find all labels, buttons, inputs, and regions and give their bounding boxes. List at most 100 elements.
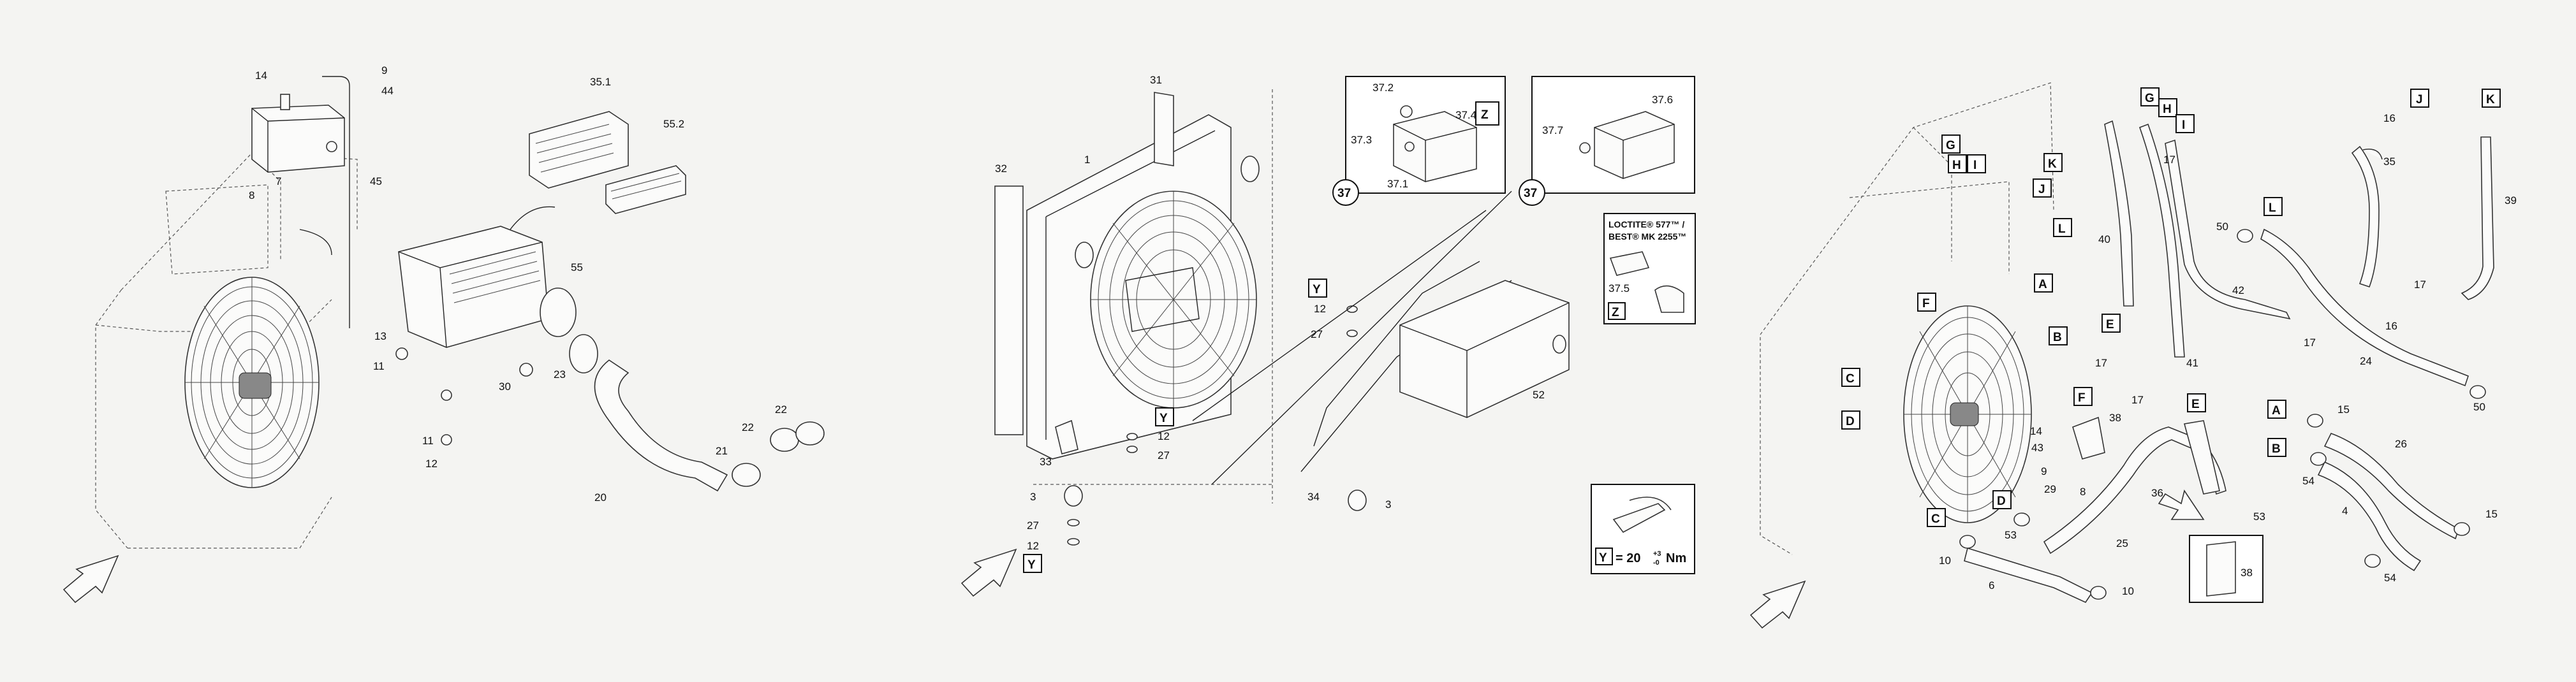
callout: 29 — [2044, 483, 2056, 495]
callout: 42 — [2232, 284, 2244, 296]
letter-label: K — [2048, 157, 2057, 171]
letter-label: C — [1931, 512, 1940, 526]
callout: 17 — [2304, 337, 2316, 349]
callout: 50 — [2216, 221, 2228, 233]
direction-arrow-icon — [63, 555, 119, 604]
callout: 32 — [995, 163, 1007, 175]
callout: 55 — [571, 261, 583, 273]
callout: 9 — [381, 64, 387, 76]
callout: 31 — [1150, 74, 1162, 86]
torque-tol-plus: +3 — [1653, 550, 1661, 558]
callout: 16 — [2383, 112, 2396, 124]
callout: 37 — [1337, 187, 1351, 200]
letter-label: F — [1922, 297, 1930, 310]
callout: 10 — [1939, 555, 1951, 567]
callout: 30 — [499, 381, 511, 393]
letter-label: H — [1952, 159, 1961, 172]
centre-lines — [1033, 89, 1273, 504]
letter-label: B — [2272, 442, 2281, 456]
callout: 21 — [716, 445, 728, 457]
callout: 33 — [1040, 456, 1052, 468]
callout: 39 — [2505, 194, 2517, 207]
hose-25 — [2043, 426, 2226, 555]
letter-label: L — [2269, 201, 2276, 215]
callout: 10 — [2122, 585, 2134, 597]
callout: 45 — [370, 175, 382, 187]
letter-label: G — [1946, 139, 1955, 152]
letter-label: H — [2163, 103, 2172, 116]
direction-arrow-icon — [1749, 580, 1806, 629]
callout: 3 — [1030, 491, 1036, 503]
callout: 17 — [2131, 394, 2144, 406]
hose-24 — [2260, 228, 2469, 387]
fan-icon — [1903, 305, 2032, 523]
side-seal-32 — [994, 185, 1024, 435]
letter-box — [1475, 101, 1499, 126]
letter-box — [1308, 279, 1327, 298]
circle-callout-37 — [1332, 179, 1359, 206]
hose-4 — [2317, 461, 2422, 572]
adhesive-tube-icon — [1609, 251, 1650, 276]
letter-label: I — [2182, 119, 2185, 132]
letter-label: D — [1997, 495, 2006, 508]
callout: 20 — [594, 491, 607, 504]
callout: 52 — [1533, 389, 1545, 401]
letter-box — [1608, 302, 1626, 320]
flow-arrow-icon — [2158, 490, 2205, 520]
callout: 43 — [2031, 442, 2043, 454]
hose-39 — [2461, 136, 2494, 300]
callout: 22 — [775, 403, 787, 416]
letter-label: Z — [1481, 108, 1489, 122]
callout: 54 — [2302, 475, 2315, 487]
callout: 27 — [1311, 328, 1323, 340]
fan-icon — [184, 277, 320, 488]
callout: 15 — [2337, 403, 2350, 416]
hose-40 — [2104, 120, 2134, 307]
letter-label: E — [2191, 398, 2200, 411]
callout: 8 — [2080, 486, 2086, 498]
callout: 11 — [373, 360, 385, 372]
callout: 17 — [2414, 279, 2426, 291]
callout: 53 — [2253, 511, 2265, 523]
adhesive-text-1: LOCTITE® 577™ / — [1608, 219, 1684, 229]
callout: 3 — [1385, 498, 1391, 511]
letter-label: Y — [1313, 283, 1321, 296]
hose-36 — [2183, 420, 2220, 495]
callout: 6 — [1989, 579, 1994, 591]
callout: 37.5 — [1608, 282, 1630, 294]
callout: 22 — [742, 421, 754, 433]
letter-label: Y — [1027, 558, 1036, 572]
callout: 14 — [255, 69, 267, 82]
callout: 12 — [1314, 303, 1326, 315]
callout: 23 — [554, 368, 566, 381]
hose-26 — [2323, 433, 2459, 540]
callout: 8 — [249, 189, 254, 201]
callout: 37.2 — [1373, 82, 1394, 94]
callout: 37 — [1524, 187, 1537, 200]
hose-41 — [2138, 123, 2185, 358]
direction-arrow-icon — [960, 548, 1017, 597]
callout: 38 — [2241, 567, 2253, 579]
panel-2-radiator-assembly: Z 37 37 LOCTITE® 577™ / BEST® MK 2255™ 3… — [960, 74, 1696, 597]
letter-boxes: G H I J K G H I K J L A F B C L D E E F … — [1841, 87, 2501, 527]
callout: 37.3 — [1351, 134, 1372, 146]
callout: 50 — [2473, 401, 2485, 413]
callout: 14 — [2030, 425, 2042, 437]
callout: 35.1 — [590, 76, 611, 88]
letter-label: Y — [1159, 412, 1168, 425]
wrench-hand-icon — [1612, 497, 1672, 533]
hose-42 — [2165, 139, 2291, 320]
callout: 37.6 — [1652, 94, 1673, 106]
machine-outline — [1760, 82, 2054, 555]
fan-icon — [1090, 191, 1257, 409]
panel-3-hose-assembly: G H I J K G H I K J L A F B C L D E E F … — [1749, 82, 2517, 629]
torque-value: = 20 — [1616, 551, 1640, 565]
letter-box — [1155, 407, 1174, 426]
letter-label: C — [1846, 372, 1855, 386]
callout: 40 — [2098, 233, 2110, 245]
callout: 15 — [2485, 508, 2498, 520]
callout: 37.7 — [1542, 124, 1563, 136]
callout: 44 — [381, 85, 394, 97]
torque-tol-minus: -0 — [1653, 559, 1660, 567]
